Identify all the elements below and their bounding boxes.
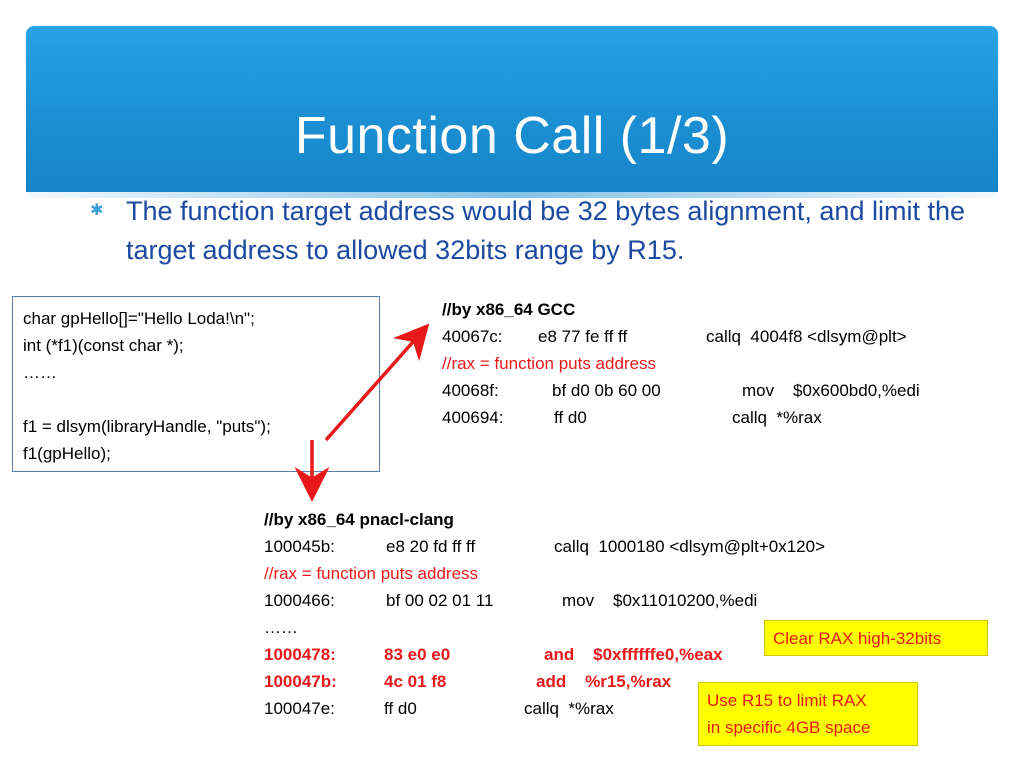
- asm-bytes: 83 e0 e0: [384, 645, 451, 664]
- asm-instruction: callq *%rax: [524, 699, 614, 718]
- asm-address: 1000466:: [264, 591, 335, 610]
- red-diagonal-arrow-icon: [324, 323, 430, 442]
- asm-row-highlight: 1000478: 83 e0 e0 and $0xffffffe0,%eax: [264, 641, 764, 668]
- asm-bytes: e8 20 fd ff ff: [386, 537, 476, 556]
- header-divider: [26, 192, 998, 198]
- asm-bytes: ff d0: [554, 408, 587, 427]
- asm-row: 400694: ff d0 callq *%rax: [442, 404, 1002, 431]
- asm-comment: //rax = function puts address: [442, 350, 1002, 377]
- pnacl-header: //by x86_64 pnacl-clang: [264, 506, 764, 533]
- asm-instruction: callq *%rax: [732, 408, 822, 427]
- asm-bytes: bf d0 0b 60 00: [552, 381, 661, 400]
- gcc-header-text: //by x86_64 GCC: [442, 300, 576, 319]
- note-use-r15-line2: in specific 4GB space: [707, 718, 871, 737]
- asm-row: 100045b: e8 20 fd ff ff callq 1000180 <d…: [264, 533, 825, 560]
- slide-header: Function Call (1/3): [26, 26, 998, 192]
- asm-bytes: bf 00 02 01 11: [386, 591, 494, 610]
- asm-instruction: callq 4004f8 <dlsym@plt>: [706, 327, 907, 346]
- asm-row: 100047e: ff d0 callq *%rax: [264, 695, 764, 722]
- asm-instruction: add %r15,%rax: [536, 672, 672, 691]
- code-line: f1(gpHello);: [23, 444, 111, 463]
- asm-row: 1000466: bf 00 02 01 11 mov $0x11010200,…: [264, 587, 764, 614]
- asm-comment-text: //rax = function puts address: [442, 354, 657, 373]
- asm-bytes: 4c 01 f8: [384, 672, 447, 691]
- asm-ellipsis-text: ……: [264, 618, 298, 637]
- asm-address: 40067c:: [442, 327, 503, 346]
- asm-instruction: mov $0x600bd0,%edi: [742, 381, 920, 400]
- bullet-text: The function target address would be 32 …: [126, 196, 965, 265]
- asm-address: 100047e:: [264, 699, 335, 718]
- asm-instruction: and $0xffffffe0,%eax: [544, 645, 723, 664]
- code-line: int (*f1)(const char *);: [23, 336, 184, 355]
- asm-instruction: mov $0x11010200,%edi: [562, 591, 758, 610]
- asm-bytes: e8 77 fe ff ff: [538, 327, 628, 346]
- asm-row: 40067c: e8 77 fe ff ff callq 4004f8 <dls…: [442, 323, 1002, 350]
- code-line: char gpHello[]="Hello Loda!\n";: [23, 309, 255, 328]
- code-line: ……: [23, 363, 57, 382]
- note-clear-rax: Clear RAX high-32bits: [764, 620, 988, 656]
- note-use-r15-line1: Use R15 to limit RAX: [707, 691, 867, 710]
- slide-title: Function Call (1/3): [294, 107, 730, 165]
- asm-ellipsis: ……: [264, 614, 764, 641]
- asm-address: 400694:: [442, 408, 504, 427]
- note-use-r15: Use R15 to limit RAX in specific 4GB spa…: [698, 682, 918, 746]
- asm-bytes: ff d0: [384, 699, 417, 718]
- asterisk-bullet-icon: ✱: [90, 202, 104, 219]
- asm-row: 40068f: bf d0 0b 60 00 mov $0x600bd0,%ed…: [442, 377, 1002, 404]
- asm-address: 100045b:: [264, 537, 335, 556]
- asm-address: 1000478:: [264, 645, 336, 664]
- gcc-header: //by x86_64 GCC: [442, 296, 1002, 323]
- code-line: f1 = dlsym(libraryHandle, "puts");: [23, 417, 271, 436]
- note-clear-rax-text: Clear RAX high-32bits: [773, 629, 942, 648]
- asm-row-highlight: 100047b: 4c 01 f8 add %r15,%rax: [264, 668, 764, 695]
- source-code-box: char gpHello[]="Hello Loda!\n"; int (*f1…: [12, 296, 380, 472]
- asm-comment-text: //rax = function puts address: [264, 564, 479, 583]
- pnacl-header-text: //by x86_64 pnacl-clang: [264, 510, 454, 529]
- asm-comment: //rax = function puts address: [264, 560, 764, 587]
- pnacl-disassembly: //by x86_64 pnacl-clang 100045b: e8 20 f…: [264, 506, 825, 722]
- asm-instruction: callq 1000180 <dlsym@plt+0x120>: [554, 537, 826, 556]
- asm-address: 100047b:: [264, 672, 337, 691]
- gcc-disassembly: //by x86_64 GCC 40067c: e8 77 fe ff ff c…: [442, 296, 1002, 431]
- asm-address: 40068f:: [442, 381, 499, 400]
